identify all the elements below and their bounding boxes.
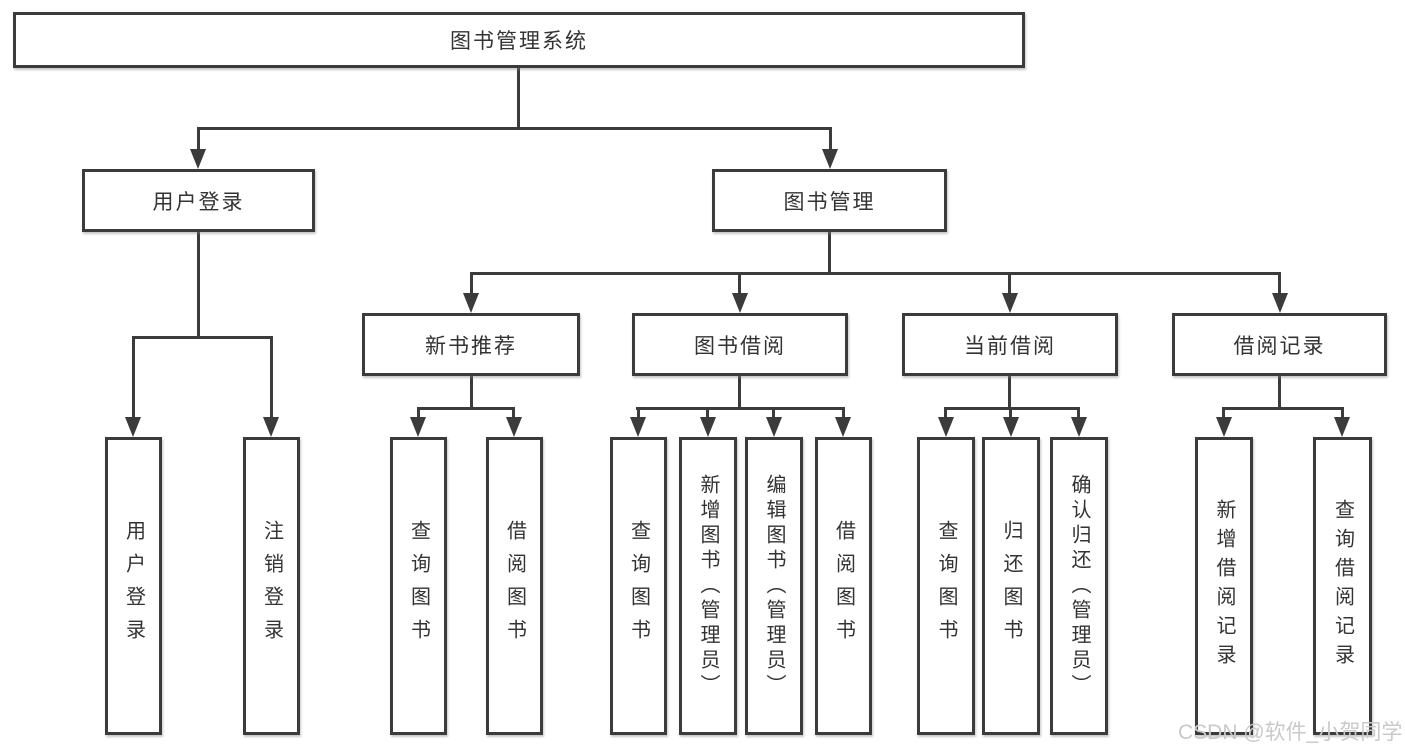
node-leaf-bb-edit-books-admin: 编辑图书（管理员） <box>745 437 803 735</box>
arrowhead-down-icon <box>190 149 206 169</box>
connector-vline <box>1222 407 1225 418</box>
connector-vline <box>1341 407 1344 418</box>
connector-vline <box>772 407 775 418</box>
connector-vline <box>637 407 640 418</box>
node-leaf-bb-query-books: 查询图书 <box>610 437 667 735</box>
arrowhead-down-icon <box>700 417 716 437</box>
csdn-watermark: CSDN @软件_小贺同学 <box>1178 721 1403 744</box>
arrowhead-down-icon <box>1334 417 1350 437</box>
connector-vline <box>517 68 520 127</box>
connector-vline <box>1008 272 1011 294</box>
node-leaf-br-query-record: 查询借阅记录 <box>1313 437 1372 735</box>
node-user-login: 用户登录 <box>82 169 315 232</box>
node-leaf-bb-add-books-admin: 新增图书（管理员） <box>679 437 737 735</box>
node-leaf-cb-confirm-return-admin: 确认归还（管理员） <box>1050 437 1108 735</box>
node-leaf-cb-query-books: 查询图书 <box>917 437 975 735</box>
arrowhead-down-icon <box>263 417 279 437</box>
connector-hline <box>197 127 832 130</box>
connector-vline <box>470 272 473 294</box>
node-leaf-user-login: 用户登录 <box>105 437 162 735</box>
arrowhead-down-icon <box>1216 417 1232 437</box>
arrowhead-down-icon <box>1071 417 1087 437</box>
connector-vline <box>1278 376 1281 407</box>
arrowhead-down-icon <box>1272 293 1288 313</box>
connector-vline <box>417 407 420 418</box>
node-leaf-nb-query-books: 查询图书 <box>390 437 447 735</box>
connector-vline <box>1008 376 1011 407</box>
connector-vline <box>197 232 200 336</box>
node-borrowing-records: 借阅记录 <box>1172 313 1387 376</box>
connector-vline <box>470 376 473 407</box>
node-book-management: 图书管理 <box>712 169 947 232</box>
connector-hline <box>636 407 844 410</box>
node-leaf-logout: 注销登录 <box>243 437 300 735</box>
connector-vline <box>944 407 947 418</box>
node-current-borrowing: 当前借阅 <box>902 313 1118 376</box>
connector-vline <box>197 127 200 150</box>
arrowhead-down-icon <box>835 417 851 437</box>
connector-hline <box>132 336 273 339</box>
connector-hline <box>1222 407 1343 410</box>
arrowhead-down-icon <box>822 149 838 169</box>
connector-vline <box>1009 407 1012 418</box>
connector-hline <box>417 407 515 410</box>
arrowhead-down-icon <box>410 417 426 437</box>
connector-vline <box>270 336 273 418</box>
connector-vline <box>1278 272 1281 294</box>
connector-vline <box>738 272 741 294</box>
arrowhead-down-icon <box>463 293 479 313</box>
connector-vline <box>738 376 741 407</box>
node-leaf-cb-return-books: 归还图书 <box>982 437 1040 735</box>
connector-vline <box>828 232 831 272</box>
node-new-book-recommend: 新书推荐 <box>362 313 580 376</box>
connector-vline <box>842 407 845 418</box>
connector-vline <box>1077 407 1080 418</box>
arrowhead-down-icon <box>506 417 522 437</box>
node-leaf-bb-borrow-books: 借阅图书 <box>815 437 872 735</box>
arrowhead-down-icon <box>1002 293 1018 313</box>
connector-vline <box>829 127 832 150</box>
connector-hline <box>470 272 1281 275</box>
arrowhead-down-icon <box>938 417 954 437</box>
connector-vline <box>132 336 135 418</box>
node-leaf-nb-borrow-books: 借阅图书 <box>486 437 543 735</box>
connector-vline <box>512 407 515 418</box>
arrowhead-down-icon <box>1003 417 1019 437</box>
arrowhead-down-icon <box>630 417 646 437</box>
connector-vline <box>706 407 709 418</box>
arrowhead-down-icon <box>125 417 141 437</box>
arrowhead-down-icon <box>766 417 782 437</box>
node-book-borrowing: 图书借阅 <box>632 313 848 376</box>
node-library-management-system: 图书管理系统 <box>13 12 1025 68</box>
arrowhead-down-icon <box>732 293 748 313</box>
node-leaf-br-add-record: 新增借阅记录 <box>1195 437 1253 735</box>
